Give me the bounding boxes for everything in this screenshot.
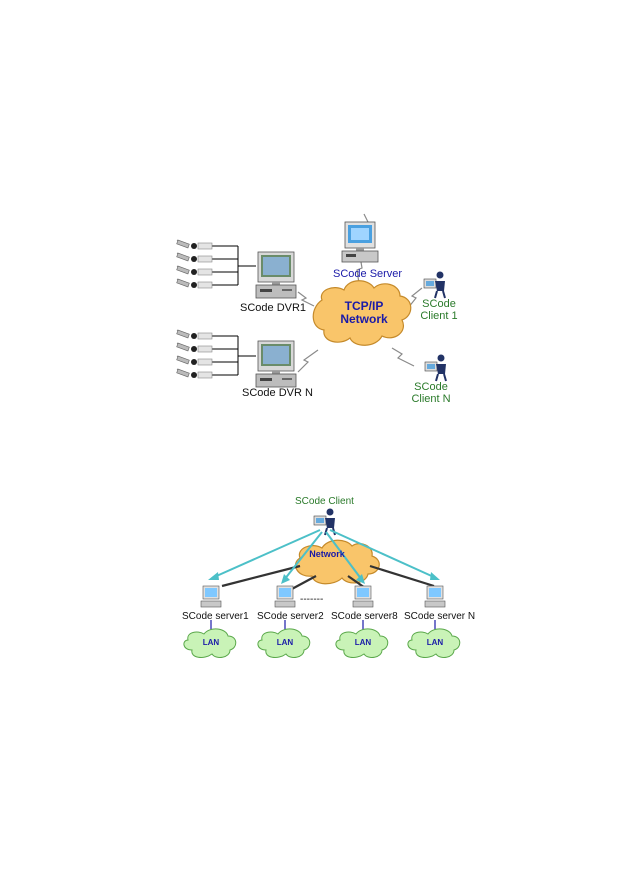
tcpip-cloud-line2: Network [340,312,388,326]
scode-server-label: SCode Server [333,268,403,280]
lan3-label: LAN [354,638,372,647]
lan1-label: LAN [202,638,220,647]
tcpip-cloud-line1: TCP/IP [344,299,384,313]
clientn-label-line2: Client N [411,393,451,405]
client1-user-icon [423,270,446,299]
lan2-label: LAN [276,638,294,647]
servers-ellipsis: ------- [300,594,324,605]
server8-computer-icon [352,585,374,608]
scode-servern-label: SCode server N [404,611,476,622]
server1-computer-icon [200,585,222,608]
client1-label-line1: SCode [422,298,456,310]
camera-icon [176,252,213,263]
servern-computer-icon [424,585,446,608]
scode-client1-label: SCode Client 1 [411,298,467,322]
clientn-label-line1: SCode [414,381,448,393]
client-to-server-links [211,529,437,581]
scode-server-computer-icon [341,221,379,263]
camera-icon [176,329,213,340]
scode-server1-label: SCode server1 [182,611,249,622]
clientn-user-icon [424,353,447,382]
scode-clientn-label: SCode Client N [403,381,459,405]
dvrn-cameras [176,329,213,379]
lan-cloud-1 [183,628,237,658]
scode-client-label: SCode Client [295,496,354,507]
dvr1-camera-bus [201,245,256,286]
lan-cloud-4 [407,628,461,658]
scode-dvr1-label: SCode DVR1 [240,302,307,314]
dvr1-cameras [176,239,213,289]
network-cloud-label: Network [309,549,345,559]
camera-icon [176,355,213,366]
lan-cloud-3 [335,628,389,658]
camera-icon [176,342,213,353]
server2-computer-icon [274,585,296,608]
dvrn-camera-bus [201,335,256,376]
client1-label-line2: Client 1 [420,310,458,322]
lan-cloud-2 [257,628,311,658]
lan-clouds [183,628,461,658]
dvr1-computer-icon [255,251,297,299]
scode-server2-label: SCode server2 [257,611,324,622]
tcpip-network-cloud [312,280,412,346]
lan4-label: LAN [426,638,444,647]
dvrn-computer-icon [255,340,297,388]
camera-icon [176,278,213,289]
camera-icon [176,368,213,379]
camera-icon [176,265,213,276]
scode-server8-label: SCode server8 [331,611,398,622]
link-arrowheads [208,572,440,584]
tcpip-cloud-label: TCP/IP Network [326,300,402,326]
scode-dvrn-label: SCode DVR N [242,387,313,399]
camera-icon [176,239,213,250]
